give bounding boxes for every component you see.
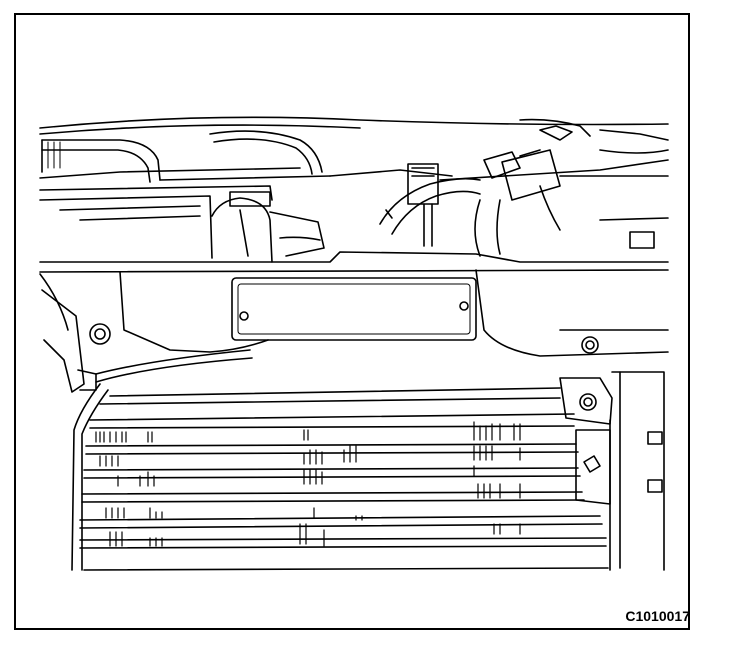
radiator-hose [71,349,253,571]
hood-label-plate [231,277,477,341]
left-bracket [41,289,111,393]
figure-id-label: C1010017 [625,608,690,624]
intake-tube [41,130,331,183]
engine-block [39,159,669,263]
radiator-support [39,251,669,357]
center-hoses [379,163,481,247]
right-mount [559,371,665,571]
radiator-fins [95,421,521,547]
hood-outline [39,116,669,179]
radiator-core [79,387,611,571]
harness-connector [474,118,669,257]
